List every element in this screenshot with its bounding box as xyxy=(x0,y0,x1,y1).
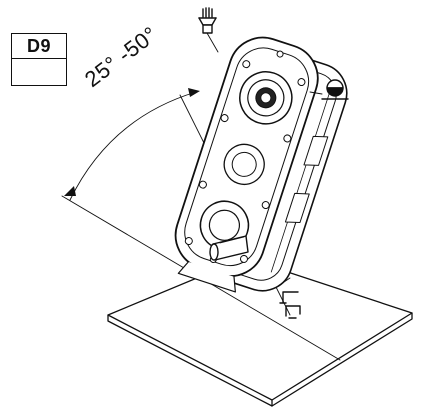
code-label: D9 xyxy=(12,34,66,59)
input-shaft xyxy=(209,235,249,261)
oil-fill-plug-icon xyxy=(198,7,219,53)
angle-arc xyxy=(69,91,197,201)
code-box: D9 xyxy=(11,33,67,86)
code-box-empty-cell xyxy=(12,59,66,85)
oil-level-icon xyxy=(309,79,349,100)
gearbox-drawing xyxy=(174,36,348,293)
oil-drain-plug-icon xyxy=(277,277,301,319)
